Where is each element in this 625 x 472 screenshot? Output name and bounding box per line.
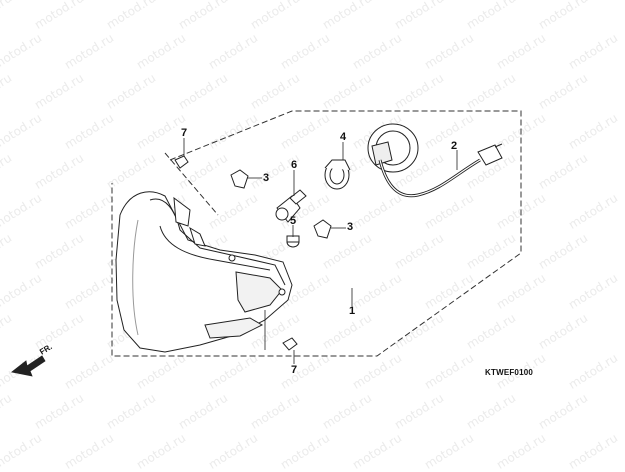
callout-3-lower: 3 (347, 221, 354, 233)
assembly-boundary (111, 110, 522, 357)
front-direction-arrow (11, 355, 46, 377)
callout-7-lower: 7 (291, 364, 298, 376)
callout-5: 5 (290, 215, 297, 227)
callout-4: 4 (340, 131, 347, 143)
assembly-boundary-diagonal (164, 152, 219, 216)
callout-6: 6 (291, 159, 298, 171)
wire-harness (367, 123, 503, 198)
callout-7-upper: 7 (181, 127, 188, 139)
bolt-upper (174, 155, 189, 169)
callout-3-upper: 3 (263, 172, 270, 184)
callout-2: 2 (451, 140, 458, 152)
headlight-bulb (275, 189, 307, 223)
callout-1: 1 (349, 305, 356, 317)
grommet-lower (313, 219, 332, 239)
diagram-code: KTWEF0100 (485, 368, 534, 377)
leader-lines (183, 138, 458, 364)
bolt-lower (282, 337, 298, 351)
socket-cover (324, 159, 351, 190)
grommet-upper (230, 169, 249, 189)
position-bulb (286, 235, 300, 248)
headlight-lens (115, 191, 293, 353)
